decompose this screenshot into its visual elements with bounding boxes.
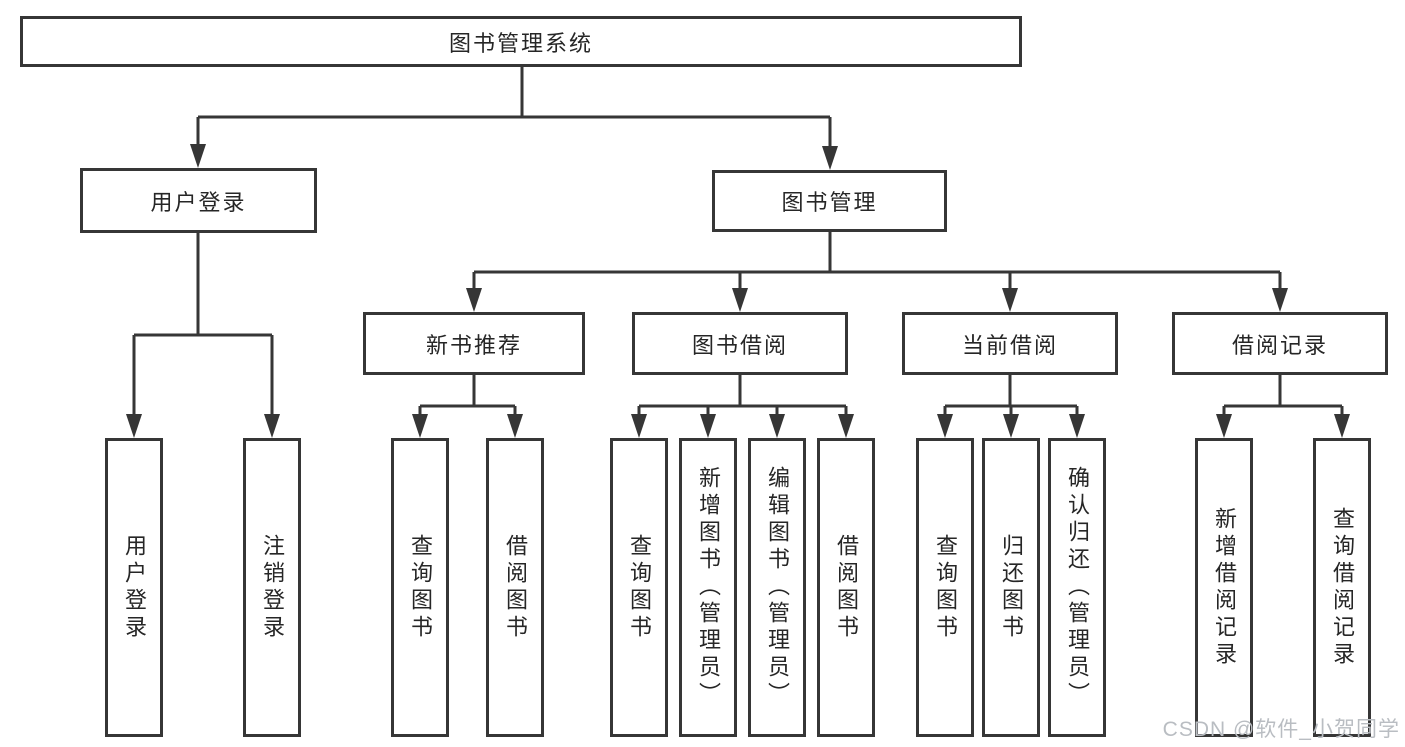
node-current-borrowing: 当前借阅 — [902, 312, 1118, 375]
leaf-label: 查询图书 — [408, 533, 433, 642]
arrowhead-current-return — [1003, 414, 1019, 438]
node-borrowing-records: 借阅记录 — [1172, 312, 1388, 375]
arrowhead-book-borrowing — [732, 288, 748, 312]
node-label: 图书借阅 — [691, 332, 788, 358]
leaf-logout: 注销登录 — [243, 438, 301, 737]
arrowhead-book-management — [822, 146, 838, 170]
connector-path-book-borrowing — [637, 375, 848, 420]
arrowhead-records-query — [1334, 414, 1350, 438]
connector-path-book-management — [472, 232, 1282, 296]
arrowhead-leaf-user-login — [126, 414, 142, 438]
arrowhead-newbook-borrow — [507, 414, 523, 438]
leaf-label: 注销登录 — [260, 533, 285, 642]
arrowhead-borrowing-add — [700, 414, 716, 438]
leaf-label: 查询图书 — [627, 533, 652, 642]
arrowhead-current-confirm — [1069, 414, 1085, 438]
node-label: 当前借阅 — [961, 332, 1058, 358]
connector-path-borrowing-records — [1222, 375, 1344, 420]
node-label: 新书推荐 — [425, 332, 522, 358]
connector-path-root — [196, 66, 832, 152]
connector-borrowing-records-children — [1216, 375, 1350, 438]
arrowhead-leaf-logout — [264, 414, 280, 438]
connector-path-new-book — [418, 375, 517, 420]
connector-book-borrowing-children — [631, 375, 854, 438]
leaf-borrowing-add-books-admin: 新增图书（管理员） — [679, 438, 737, 737]
leaf-newbook-query-books: 查询图书 — [391, 438, 449, 737]
node-user-login: 用户登录 — [80, 168, 317, 233]
leaf-current-query-books: 查询图书 — [916, 438, 974, 737]
leaf-records-add-record: 新增借阅记录 — [1195, 438, 1253, 737]
connector-new-book-children — [412, 375, 523, 438]
node-label: 借阅记录 — [1231, 332, 1328, 358]
leaf-label: 新增借阅记录 — [1212, 506, 1237, 669]
arrowhead-borrowing-edit — [769, 414, 785, 438]
leaf-label: 借阅图书 — [834, 533, 859, 642]
leaf-label: 查询图书 — [933, 533, 958, 642]
connector-user-login-children — [126, 233, 280, 438]
connector-path-user-login — [132, 233, 274, 420]
leaf-label: 查询借阅记录 — [1330, 506, 1355, 669]
node-root: 图书管理系统 — [20, 16, 1022, 67]
arrowhead-new-book-recommend — [466, 288, 482, 312]
arrowhead-borrowing-query — [631, 414, 647, 438]
node-new-book-recommend: 新书推荐 — [363, 312, 585, 375]
leaf-label: 编辑图书（管理员） — [765, 466, 790, 709]
leaf-borrowing-edit-books-admin: 编辑图书（管理员） — [748, 438, 806, 737]
arrowhead-newbook-query — [412, 414, 428, 438]
node-book-borrowing: 图书借阅 — [632, 312, 848, 375]
leaf-label: 用户登录 — [122, 533, 147, 642]
leaf-borrowing-borrow-books: 借阅图书 — [817, 438, 875, 737]
leaf-label: 借阅图书 — [503, 533, 528, 642]
arrowhead-user-login — [190, 144, 206, 168]
leaf-newbook-borrow-books: 借阅图书 — [486, 438, 544, 737]
leaf-borrowing-query-books: 查询图书 — [610, 438, 668, 737]
leaf-user-login: 用户登录 — [105, 438, 163, 737]
arrowhead-borrowing-records — [1272, 288, 1288, 312]
arrowhead-current-borrowing — [1002, 288, 1018, 312]
arrowhead-borrowing-borrow — [838, 414, 854, 438]
node-label: 用户登录 — [150, 189, 247, 215]
connector-path-current-borrowing — [943, 375, 1079, 420]
node-label: 图书管理系统 — [448, 30, 593, 56]
connector-current-borrowing-children — [937, 375, 1085, 438]
arrowhead-records-add — [1216, 414, 1232, 438]
node-book-management: 图书管理 — [712, 170, 947, 232]
node-label: 图书管理 — [781, 190, 878, 215]
csdn-watermark: CSDN @软件_小贺同学 — [1162, 718, 1400, 741]
leaf-label: 归还图书 — [999, 533, 1024, 642]
leaf-current-return-books: 归还图书 — [982, 438, 1040, 737]
leaf-label: 确认归还（管理员） — [1065, 466, 1090, 709]
connector-root-children — [190, 66, 838, 170]
leaf-records-query-record: 查询借阅记录 — [1313, 438, 1371, 737]
arrowhead-current-query — [937, 414, 953, 438]
leaf-label: 新增图书（管理员） — [696, 466, 721, 709]
leaf-current-confirm-return-admin: 确认归还（管理员） — [1048, 438, 1106, 737]
connector-book-management-children — [466, 232, 1288, 312]
